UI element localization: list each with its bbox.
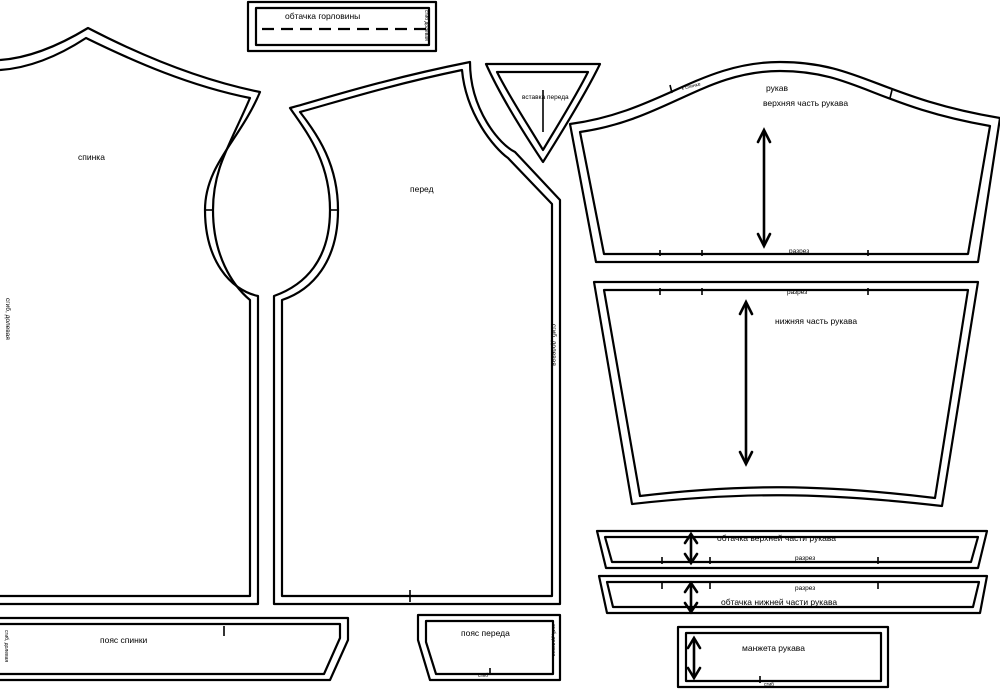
- front-fold-label: сгиб, долевая: [550, 324, 558, 366]
- back-belt-piece: пояс спинки сгиб, долевая: [0, 616, 350, 682]
- lower-sleeve-facing-label: обтачка нижней части рукава: [721, 597, 837, 607]
- front-label: перед: [410, 184, 434, 194]
- cuff-piece: манжета рукава сгиб: [676, 625, 890, 689]
- cuff-label: манжета рукава: [742, 643, 805, 653]
- lower-sleeve-facing-piece: разрез обтачка нижней части рукава: [597, 574, 989, 615]
- cuff-fold-label: сгиб: [764, 682, 774, 688]
- front-insert-label: вставка переда: [522, 94, 569, 101]
- cut-upper-label: разрез: [789, 248, 809, 255]
- sleeve-lower-piece: разрез нижняя часть рукава: [592, 280, 980, 508]
- sleeve-lower-label: нижняя часть рукава: [775, 316, 857, 326]
- front-belt-label: пояс переда: [461, 628, 510, 638]
- neck-facing-piece: обтачка горловины сгиб долевая: [246, 0, 438, 53]
- sleeve-upper-piece: рукав верхняя часть рукава к спинке разр…: [568, 60, 1000, 264]
- to-back-label: к спинке: [681, 81, 701, 92]
- front-insert-piece: вставка переда: [484, 62, 602, 164]
- back-label: спинка: [78, 152, 105, 162]
- upper-sleeve-facing-piece: обтачка верхней части рукава разрез: [595, 529, 989, 570]
- upper-sleeve-facing-cut-label: разрез: [795, 555, 815, 562]
- lower-sleeve-facing-cut-label: разрез: [795, 585, 815, 592]
- sleeve-upper-label: верхняя часть рукава: [763, 98, 848, 108]
- front-piece: перед сгиб, долевая: [272, 60, 562, 606]
- neck-facing-side-label: сгиб долевая: [423, 10, 429, 41]
- back-belt-label: пояс спинки: [100, 635, 148, 645]
- back-belt-fold-label: сгиб, долевая: [3, 630, 9, 662]
- front-belt-side-label: сгиб, долевая: [550, 624, 556, 656]
- neck-facing-label: обтачка горловины: [285, 11, 360, 21]
- front-belt-fold-label: сгиб: [478, 673, 488, 679]
- back-piece: спинка сгиб, долевая: [0, 26, 262, 606]
- cut-lower-label: разрез: [787, 289, 807, 296]
- front-belt-piece: пояс переда сгиб, долевая сгиб: [416, 613, 562, 682]
- back-fold-label: сгиб, долевая: [4, 298, 12, 340]
- upper-sleeve-facing-label: обтачка верхней части рукава: [717, 533, 836, 543]
- sleeve-label: рукав: [766, 83, 789, 93]
